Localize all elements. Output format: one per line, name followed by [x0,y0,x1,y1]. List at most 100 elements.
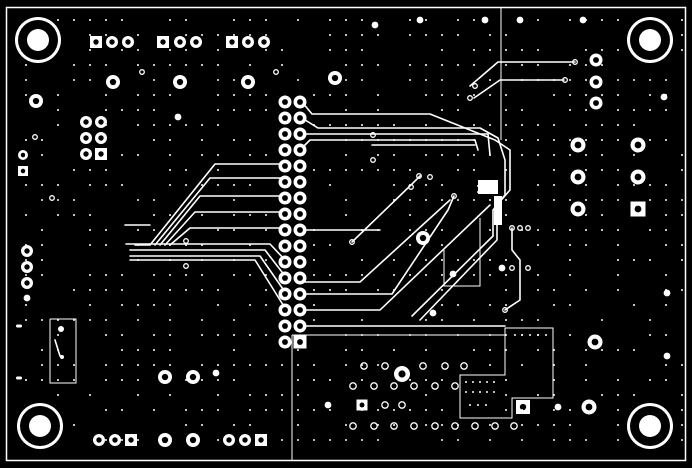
pad-icon [158,370,172,384]
trace [299,139,479,151]
pad-icon [80,132,92,144]
via-icon [89,184,91,186]
via-icon [201,274,203,276]
via-icon [137,439,139,441]
via-icon [249,19,251,21]
via-icon [217,169,219,171]
via-icon [425,409,427,411]
via-icon [297,19,299,21]
via-icon [633,349,635,351]
via-icon [393,424,395,426]
via-icon [201,124,203,126]
via-icon [505,319,507,321]
via-icon [137,229,139,231]
via-icon [585,439,587,441]
via-icon [370,382,378,390]
via-icon [105,124,107,126]
via-icon [233,424,235,426]
via-icon [649,139,651,141]
via-icon [41,319,43,321]
via-icon [617,19,619,21]
via-icon [441,409,443,411]
via-icon [553,349,555,351]
via-icon [201,259,203,261]
via-icon [313,289,315,291]
via-icon [393,409,395,411]
via-icon [345,139,347,141]
via-icon [554,403,562,411]
via-icon [441,304,443,306]
via-icon [521,64,523,66]
via-icon [345,289,347,291]
via-icon [457,154,459,156]
pad-icon [293,95,307,109]
via-icon [473,19,475,21]
via-icon [105,229,107,231]
via-icon [665,334,667,336]
via-icon [313,169,315,171]
via-icon [579,16,587,24]
via-icon [265,19,267,21]
via-icon [89,394,91,396]
via-icon [233,79,235,81]
via-icon [467,95,473,101]
via-icon [249,139,251,141]
via-icon [25,79,27,81]
via-icon [217,94,219,96]
via-icon [562,77,568,83]
via-icon [681,409,683,411]
via-icon [41,229,43,231]
via-icon [537,349,539,351]
via-icon [377,154,379,156]
via-icon [441,139,443,141]
via-icon [441,229,443,231]
via-icon [569,19,571,21]
via-icon [217,364,219,366]
pad-icon [581,399,597,415]
via-icon [345,154,347,156]
via-icon [73,289,75,291]
via-icon [425,394,427,396]
via-icon [486,381,488,383]
via-icon [633,394,635,396]
via-icon [521,364,523,366]
pad-icon [223,434,235,446]
via-icon [505,409,507,411]
via-icon [601,49,603,51]
trace [473,79,565,99]
via-icon [585,184,587,186]
via-icon [265,109,267,111]
via-icon [393,184,395,186]
via-icon [457,304,459,306]
via-icon [585,199,587,201]
via-icon [585,169,587,171]
via-icon [681,259,683,261]
pad-icon [293,127,307,141]
via-icon [425,334,427,336]
via-icon [425,379,427,381]
via-icon [633,259,635,261]
pad-icon [570,169,586,185]
via-icon [73,169,75,171]
pad-icon [570,137,586,153]
via-icon [121,19,123,21]
via-icon [185,49,187,51]
pad-icon [106,36,118,48]
via-icon [73,199,75,201]
via-icon [569,259,571,261]
via-icon [58,326,64,332]
via-icon [361,34,363,36]
via-icon [121,154,123,156]
via-icon [537,274,539,276]
via-icon [169,214,171,216]
via-icon [425,124,427,126]
via-icon [217,34,219,36]
via-icon [537,184,539,186]
via-icon [441,362,449,370]
pad-icon [95,148,107,160]
via-icon [665,304,667,306]
via-icon [409,169,411,171]
via-icon [233,334,235,336]
via-icon [485,404,487,406]
via-icon [569,79,571,81]
